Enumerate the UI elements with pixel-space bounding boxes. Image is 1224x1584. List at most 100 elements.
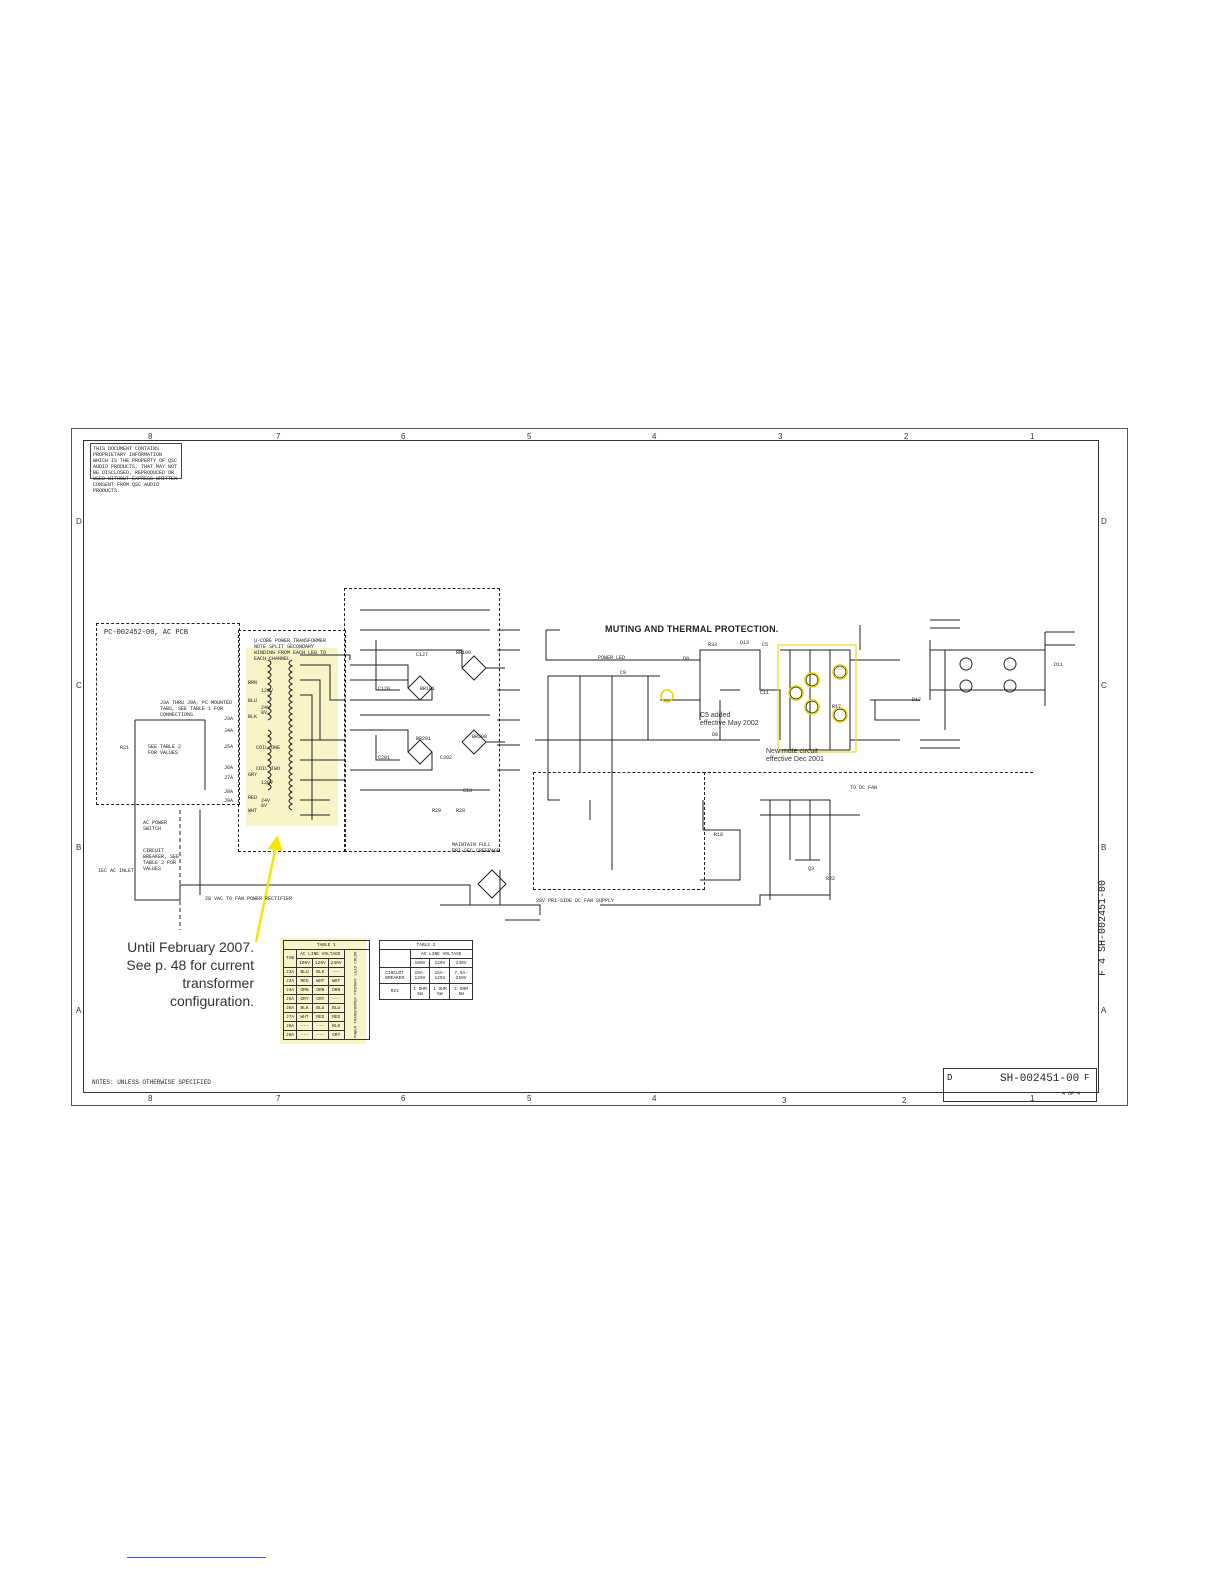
table2-blank	[379, 949, 411, 968]
col-number: 2	[904, 432, 909, 441]
transformer-region	[238, 630, 346, 852]
lead-label: 8V	[261, 710, 268, 716]
col-number: 4	[652, 1094, 657, 1103]
lead-label: BLK	[248, 714, 258, 720]
table-cell: J5A	[282, 994, 298, 1004]
mute-note-line2: effective Dec 2001	[766, 756, 824, 763]
row-letter: A	[76, 1006, 82, 1015]
tab-label: J3A	[224, 716, 234, 722]
tab-label: J7A	[224, 775, 234, 781]
component-label: BR201	[416, 736, 432, 742]
table-cell: R21	[379, 983, 411, 1000]
tab-label: J8A	[224, 789, 234, 795]
component-label: R17	[832, 704, 842, 710]
lead-label: GRY	[248, 772, 258, 778]
component-label: C11	[760, 690, 770, 696]
component-label: C201	[378, 755, 391, 761]
table-cell: BLU	[311, 1003, 329, 1013]
component-label: C128	[378, 686, 391, 692]
table-cell: ORN	[296, 985, 313, 995]
component-label: C127	[416, 652, 429, 658]
proprietary-notice: THIS DOCUMENT CONTAINS PROPRIETARY INFOR…	[90, 443, 182, 494]
row-letter: B	[1101, 843, 1107, 852]
component-label: R29	[432, 808, 442, 814]
lead-label: BRN	[248, 680, 258, 686]
component-label: C5	[762, 642, 769, 648]
footer-link-underline[interactable]	[127, 1557, 266, 1558]
revision: F	[1084, 1073, 1090, 1083]
ac-inlet-label: IEC AC INLET	[98, 868, 135, 874]
lead-label: 24V	[261, 798, 271, 804]
callout-line1: Until February 2007.	[127, 939, 254, 955]
ac-pcb-region	[96, 623, 240, 805]
lead-label: WHT	[248, 808, 258, 814]
component-label: R22	[826, 876, 836, 882]
component-label: C18	[463, 788, 473, 794]
component-label: BR106	[456, 650, 472, 656]
drawing-border	[83, 440, 1099, 1093]
table-cell: 1 OHM 5W	[429, 983, 451, 1000]
table-cell: J3A	[282, 967, 298, 977]
table-cell: 15A- 125V	[409, 967, 431, 984]
table-cell: 1 OHM 5W	[409, 983, 431, 1000]
pcb-label: PC-002452-00, AC PCB	[104, 629, 189, 637]
col-number: 3	[778, 432, 783, 441]
table-cell: ---	[327, 967, 345, 977]
table-cell: GRY	[327, 1030, 345, 1040]
table1-voltage: 120V	[311, 958, 329, 968]
row-letter: A	[1101, 1006, 1107, 1015]
ac-switch-label: AC POWER SWITCH	[143, 820, 168, 832]
col-number: 5	[527, 1094, 532, 1103]
col-number: 1	[1030, 432, 1035, 441]
table-cell: RED	[296, 976, 313, 986]
row-letter: B	[76, 843, 82, 852]
table-cell: 7.5A- 250V	[449, 967, 473, 984]
table-cell: J7A	[282, 1012, 298, 1022]
table-cell: BLK	[311, 967, 329, 977]
lead-label: 24V	[261, 705, 271, 711]
table-cell: WHT	[327, 976, 345, 986]
fan-supply-label: 28V PRI-SIDE DC FAN SUPPLY	[536, 898, 615, 904]
to-dc-fan-label: TO DC FAN	[850, 785, 878, 791]
table-cell: BLU	[296, 967, 313, 977]
table-ref-note: SEE TABLE 2 FOR VALUES	[148, 744, 182, 756]
table2-voltage: 240V	[449, 958, 473, 968]
col-number: 4	[652, 432, 657, 441]
col-number: 8	[148, 1094, 153, 1103]
table-cell: 1 OHM 5W	[449, 983, 473, 1000]
component-label: D11	[1054, 662, 1064, 668]
row-letter: C	[76, 681, 82, 690]
resistor-r21: R21	[120, 745, 130, 751]
maintain-full-label: MAINTAIN FULL PRI-SEC CREEPAGE	[452, 842, 501, 854]
component-label: BR208	[472, 734, 488, 740]
lower-region	[703, 772, 1033, 773]
c5-note-line2: effective May 2002	[700, 720, 759, 727]
component-label: D12	[912, 697, 922, 703]
tab-label: J4A	[224, 728, 234, 734]
table2-header: AC LINE VOLTAGE	[409, 949, 473, 959]
component-label: R33	[708, 642, 718, 648]
c5-note: C5 added effective May 2002	[700, 712, 759, 728]
muting-region	[533, 772, 705, 890]
drawing-number: SH-002451-00	[1000, 1073, 1080, 1085]
tabs-note: J3A THRU J9A, PC MOUNTED TABS, SEE TABLE…	[160, 700, 233, 718]
col-number: 6	[401, 1094, 406, 1103]
row-letter: D	[1101, 517, 1107, 526]
mute-note: New mute circuit effective Dec 2001	[766, 748, 824, 764]
table2-voltage: 100V	[409, 958, 431, 968]
mute-note-line1: New mute circuit	[766, 748, 818, 755]
table-cell: ---	[311, 1021, 329, 1031]
fan-rectifier-label: 28 VAC TO FAN POWER RECTIFIER	[205, 896, 293, 902]
table1-voltage: 100V	[296, 958, 313, 968]
col-number: 1	[1030, 1094, 1035, 1103]
lead-label: RED	[248, 795, 258, 801]
col-number: 8	[148, 432, 153, 441]
table-cell: WHT	[311, 976, 329, 986]
breaker-label: CIRCUIT BREAKER, SEE TABLE 2 FOR VALUES	[143, 848, 180, 872]
page-title: MUTING AND THERMAL PROTECTION.	[605, 624, 779, 634]
table-cell: CIRCUIT BREAKER	[379, 967, 411, 984]
component-label: D13	[740, 640, 750, 646]
